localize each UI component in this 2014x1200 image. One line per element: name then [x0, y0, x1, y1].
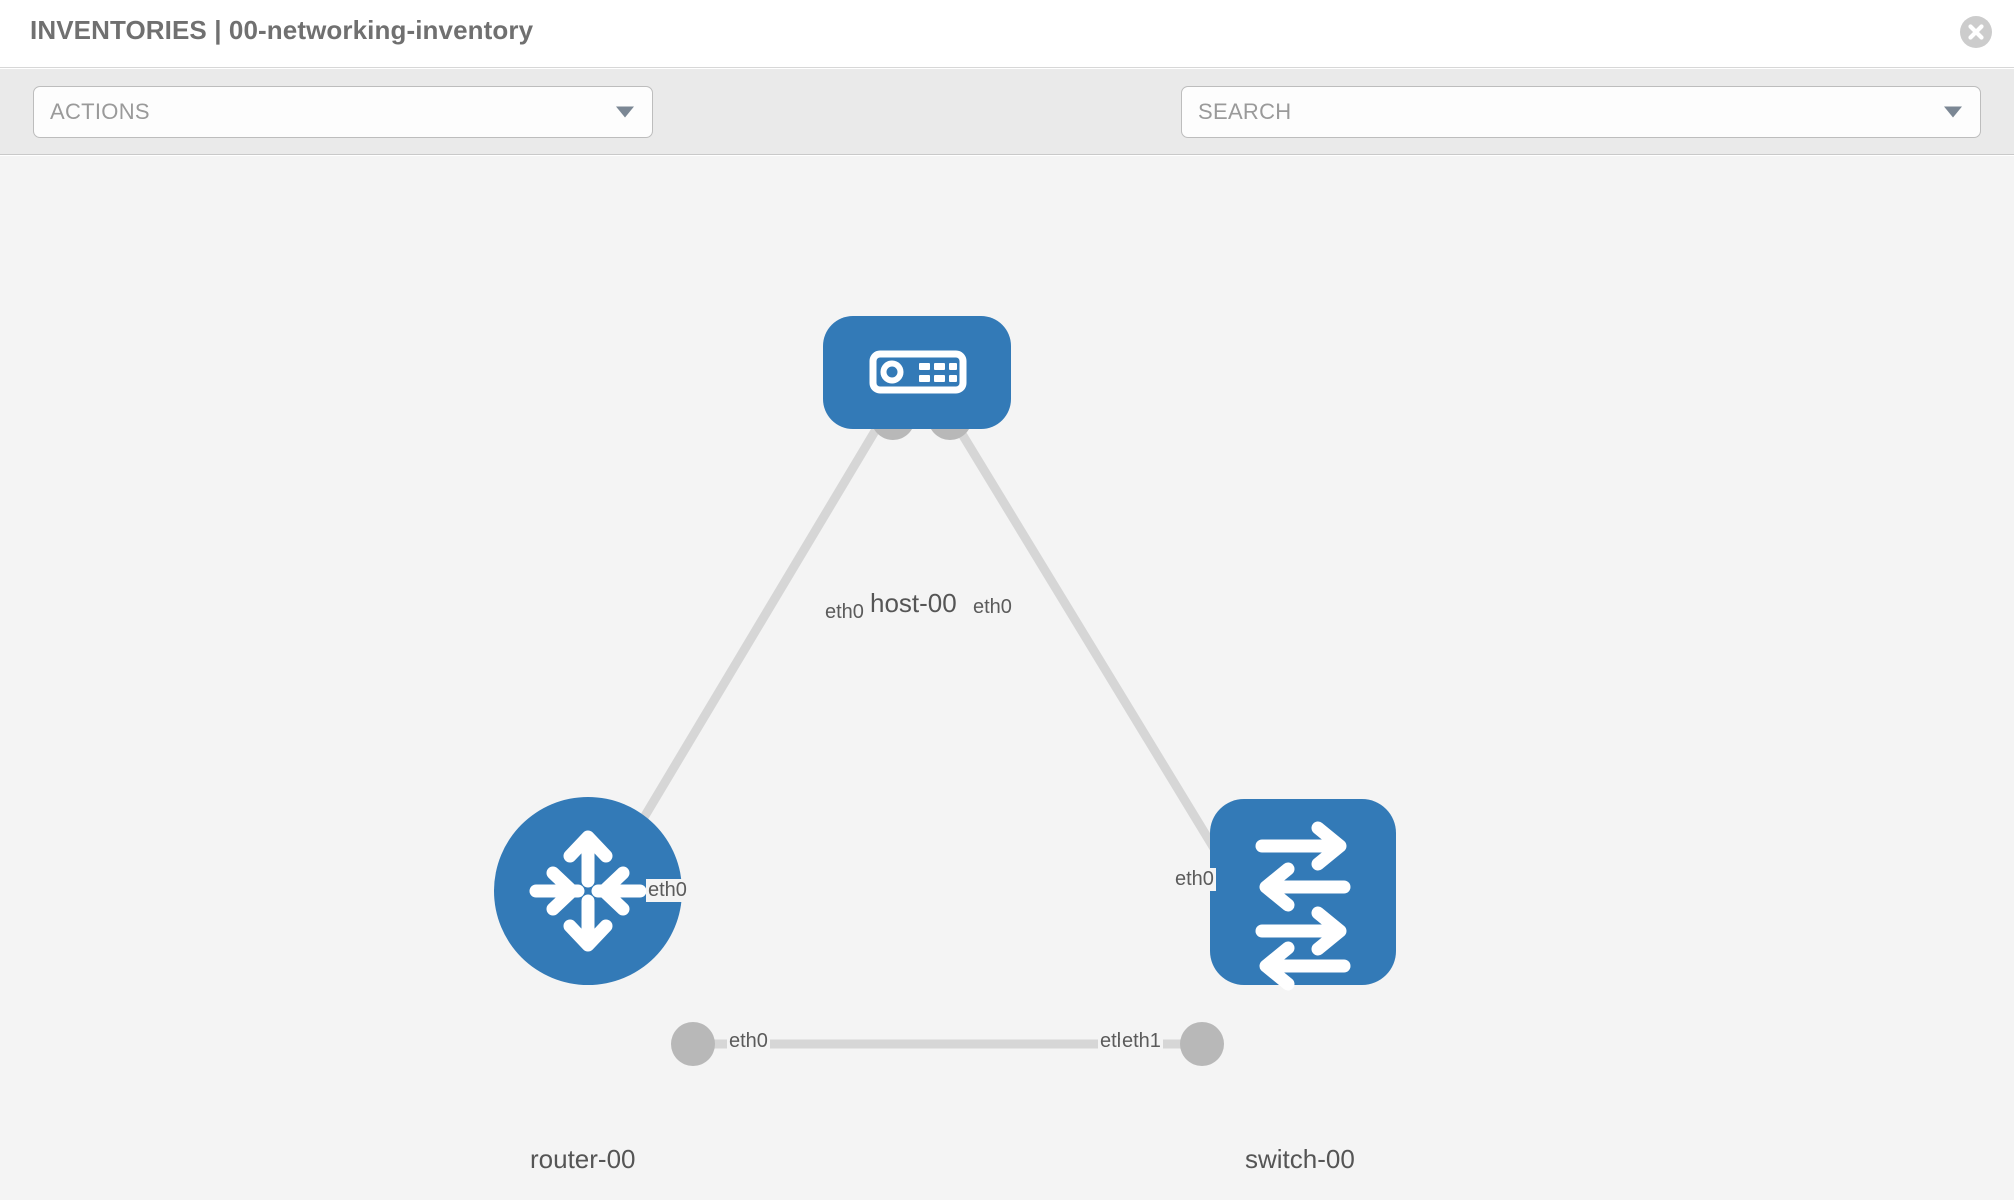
close-circle-icon — [1960, 16, 1992, 48]
actions-dropdown[interactable]: ACTIONS — [33, 86, 653, 138]
iface-label-host00-eth0-right: eth0 — [971, 596, 1014, 619]
iface-label-host00-eth0-left: eth0 — [823, 601, 866, 624]
node-router-00[interactable] — [494, 797, 682, 985]
iface-label-router00-eth0-up: eth0 — [646, 879, 689, 902]
node-label-switch-00: switch-00 — [1243, 1144, 1357, 1175]
search-placeholder: SEARCH — [1198, 99, 1292, 124]
chevron-down-icon — [1944, 106, 1962, 118]
topology-canvas[interactable]: eth0 eth0 eth0 eth0 eth0 eth0 eth1 host-… — [0, 156, 2014, 1200]
chevron-down-icon — [616, 106, 634, 118]
node-switch-00[interactable] — [1210, 799, 1396, 991]
connector-switch00-west — [1180, 1022, 1224, 1066]
page-header: INVENTORIES | 00-networking-inventory — [0, 0, 2014, 68]
edge-host00-router00 — [596, 403, 894, 894]
node-label-router-00: router-00 — [528, 1144, 638, 1175]
node-label-host-00: host-00 — [868, 588, 959, 619]
close-button[interactable] — [1960, 16, 1992, 48]
iface-label-switch00-eth0-up: eth0 — [1173, 868, 1216, 891]
node-host-00[interactable] — [823, 316, 1011, 429]
actions-dropdown-label: ACTIONS — [50, 99, 150, 124]
toolbar: ACTIONS SEARCH — [0, 69, 2014, 201]
connector-layer — [671, 396, 1254, 1066]
search-input[interactable]: SEARCH — [1181, 86, 1981, 138]
iface-label-router00-eth0-east: eth0 — [727, 1030, 770, 1053]
connector-router00-east — [671, 1022, 715, 1066]
page-title: INVENTORIES | 00-networking-inventory — [30, 15, 534, 45]
topology-graph — [494, 316, 1396, 1066]
edge-host00-switch00 — [941, 403, 1244, 894]
iface-label-switch00-eth1-west: eth1 — [1120, 1030, 1163, 1053]
edge-layer — [596, 403, 1244, 1049]
